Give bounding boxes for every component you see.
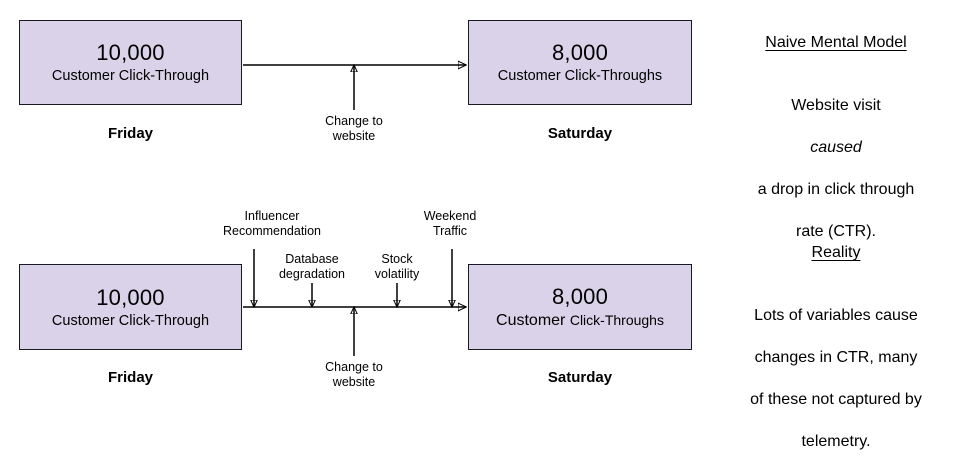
- naive-explanation-emphasis: caused: [810, 139, 862, 156]
- reality-friday-day-label: Friday: [107, 369, 153, 386]
- naive-friday-box: 10,000 Customer Click-Through: [19, 20, 242, 105]
- reality-confounder-label-influencer-recommendation: Influencer Recommendation: [223, 209, 321, 238]
- naive-saturday-box: 8,000 Customer Click-Throughs: [468, 20, 692, 105]
- reality-explanation-line-2: changes in CTR, many: [754, 349, 918, 366]
- reality-explanation-body: Lots of variables cause changes in CTR, …: [722, 284, 950, 473]
- naive-friday-day-label: Friday: [107, 125, 153, 142]
- reality-explanation-line-4: telemetry.: [801, 433, 871, 450]
- naive-explanation-heading: Naive Mental Model: [765, 34, 907, 51]
- reality-confounder-label-database-degradation: Database degradation: [278, 252, 346, 281]
- naive-explanation-line-3: a drop in click through: [757, 181, 915, 198]
- naive-saturday-day-label: Saturday: [547, 125, 613, 142]
- reality-saturday-day-label: Saturday: [547, 369, 613, 386]
- reality-friday-box: 10,000 Customer Click-Through: [19, 264, 242, 350]
- reality-explanation-line-3: of these not captured by: [750, 391, 922, 408]
- reality-saturday-subtitle: Customer Click-Throughs: [496, 311, 664, 330]
- reality-confounder-label-weekend-traffic: Weekend Traffic: [423, 209, 477, 238]
- naive-saturday-subtitle: Customer Click-Throughs: [497, 68, 663, 84]
- naive-explanation-line-1: Website visit: [791, 97, 881, 114]
- reality-saturday-value: 8,000: [551, 284, 609, 309]
- naive-change-to-website-label: Change to website: [325, 114, 383, 143]
- reality-change-to-website-label: Change to website: [325, 360, 383, 389]
- diagram-canvas: 10,000 Customer Click-Through Friday 8,0…: [19, 20, 950, 450]
- reality-explanation-heading: Reality: [811, 244, 861, 261]
- reality-saturday-subtitle-lead: Customer: [496, 312, 570, 329]
- naive-explanation-body: Website visit caused a drop in click thr…: [722, 74, 950, 263]
- naive-explanation-block: Naive Mental Model Website visit caused …: [722, 32, 950, 263]
- naive-friday-value: 10,000: [96, 40, 165, 65]
- reality-friday-subtitle: Customer Click-Through: [51, 312, 210, 329]
- reality-confounder-label-stock-volatility: Stock volatility: [374, 252, 420, 281]
- naive-explanation-line-4: rate (CTR).: [796, 223, 876, 240]
- reality-saturday-box: 8,000 Customer Click-Throughs: [468, 264, 692, 350]
- reality-explanation-line-1: Lots of variables cause: [754, 307, 918, 324]
- reality-friday-value: 10,000: [96, 284, 165, 310]
- reality-saturday-subtitle-tail: Click-Throughs: [569, 312, 664, 328]
- naive-saturday-value: 8,000: [551, 40, 609, 65]
- reality-explanation-block: Reality Lots of variables cause changes …: [722, 242, 950, 473]
- naive-friday-subtitle: Customer Click-Through: [51, 68, 210, 84]
